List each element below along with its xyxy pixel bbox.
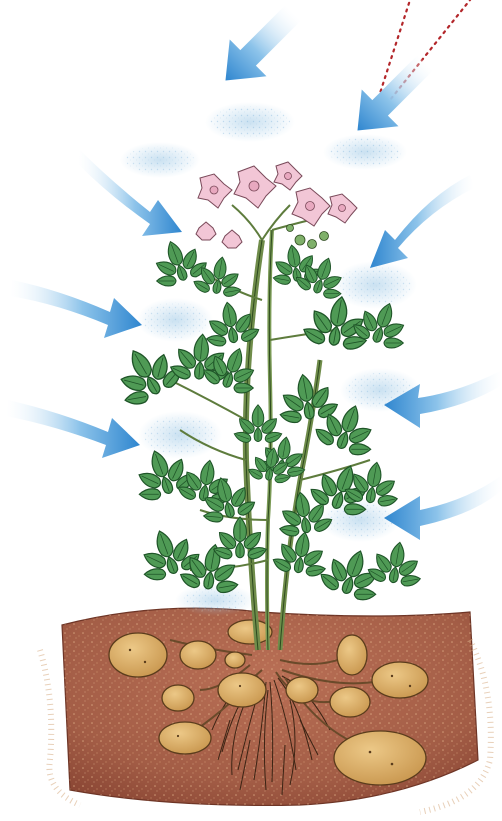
tuber-5 [372, 662, 428, 698]
tuber-4 [337, 635, 367, 675]
tuber-1 [109, 633, 167, 677]
spray-arrows [6, 0, 502, 540]
spray-arrow-top-right [339, 44, 444, 149]
flower-5 [328, 194, 357, 223]
tuber-11 [334, 731, 426, 785]
flower-2 [234, 166, 276, 208]
tuber-10 [159, 722, 211, 754]
flower-4 [292, 188, 330, 226]
flower-3 [274, 162, 302, 190]
spray-arrow-upper-right [370, 175, 474, 268]
spray-arrow-top-center [207, 0, 312, 99]
leaf-cluster [191, 253, 248, 300]
leaf-cluster [270, 528, 333, 581]
tuber-8 [286, 677, 318, 703]
tuber-9 [330, 687, 370, 717]
spray-arrow-middle-left [10, 280, 142, 338]
flower-1 [198, 174, 232, 208]
tuber-2 [180, 641, 216, 669]
leaf-cluster [212, 517, 268, 561]
tuber-6 [162, 685, 194, 711]
tuber-7 [218, 673, 266, 707]
flower-buds [287, 225, 329, 249]
flower-6 [196, 222, 216, 240]
leaf-cluster [233, 405, 283, 444]
potato-flowers [196, 162, 357, 249]
tuber-12 [225, 652, 245, 668]
leaf-cluster [365, 538, 428, 591]
spray-arrow-lower-right [384, 475, 502, 540]
spray-arrow-lower-left [6, 400, 140, 458]
flower-7 [222, 230, 242, 248]
